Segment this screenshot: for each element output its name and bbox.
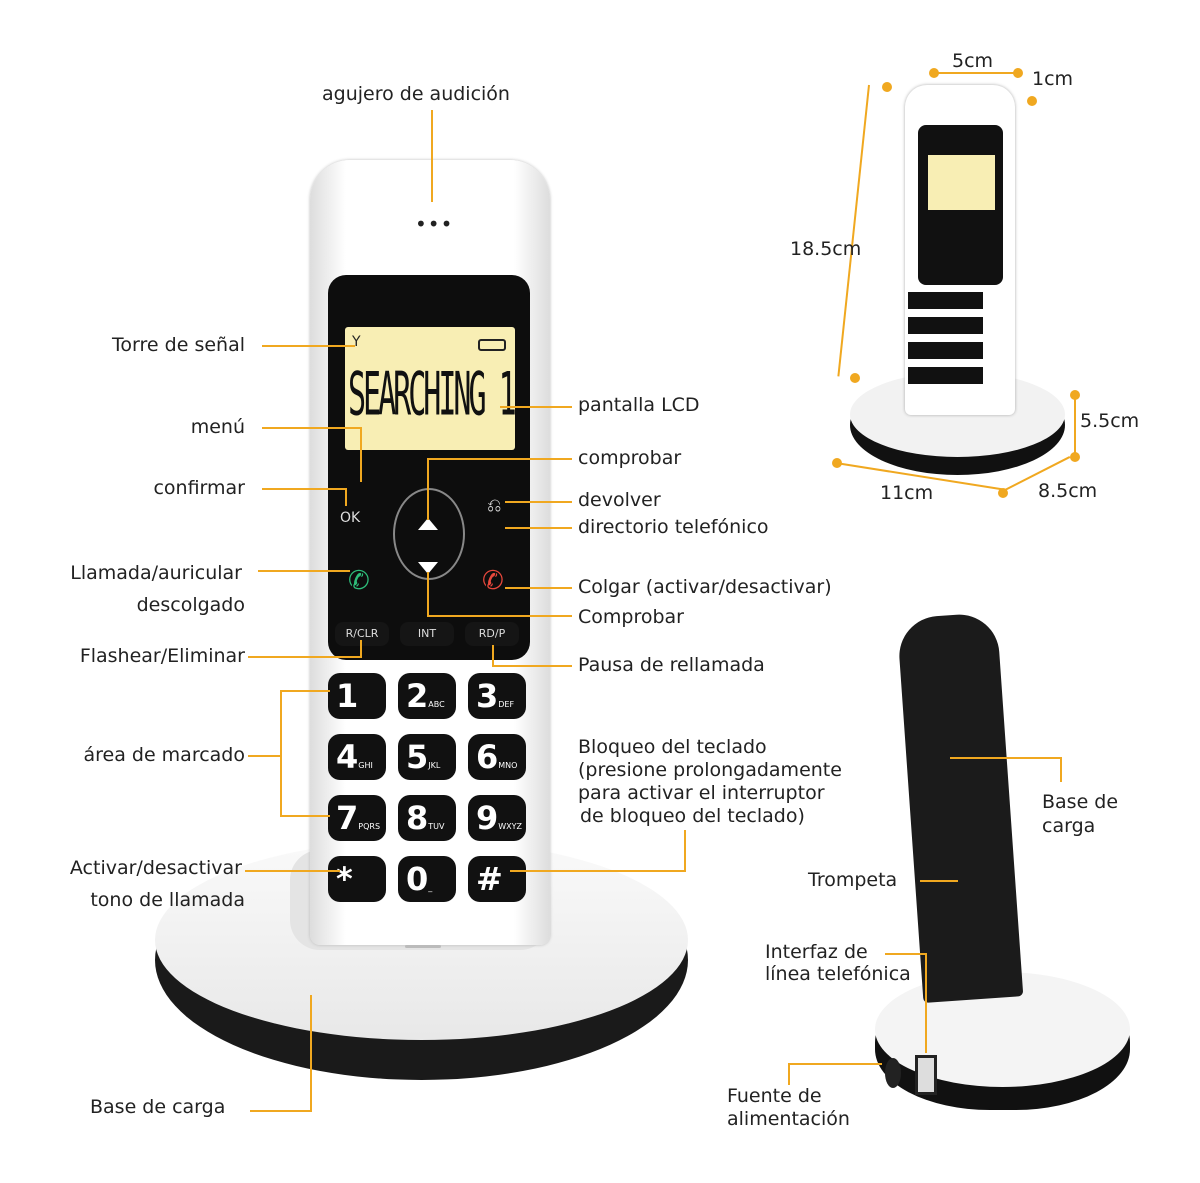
label-call-2: descolgado [136, 594, 245, 616]
earpiece-dots: ••• [415, 212, 454, 236]
keylock-line: Bloqueo del teclado [578, 736, 767, 758]
key-8[interactable]: 8TUV [398, 795, 456, 841]
key-digit: 7 [336, 799, 359, 837]
power-line: alimentación [727, 1108, 850, 1130]
dim-depth: 1cm [1032, 68, 1074, 90]
key-digit: 6 [476, 738, 499, 776]
key-0[interactable]: 0_ [398, 856, 456, 902]
label-keylock: Bloqueo del teclado (presione prolongada… [578, 736, 842, 828]
label-line-interface: Interfaz de línea telefónica [765, 941, 911, 985]
label-power: Fuente de alimentación [727, 1085, 850, 1131]
base-led [405, 945, 441, 948]
label-call: Llamada/auricular [70, 562, 242, 584]
keylock-line: (presione prolongadamente [578, 759, 842, 781]
side-base-line: Base de [1042, 791, 1119, 813]
dim-base-width: 11cm [880, 482, 934, 504]
key-digit: * [336, 860, 353, 898]
dim-base-depth: 8.5cm [1038, 480, 1098, 502]
key-letters: JKL [428, 761, 441, 770]
label-side-base: Base de carga [1042, 790, 1118, 838]
key-1[interactable]: 1 [328, 673, 386, 719]
label-menu: menú [190, 416, 245, 438]
line-jack [915, 1055, 937, 1095]
signal-icon: Y [352, 334, 361, 350]
key-letters: MNO [498, 761, 518, 770]
hangup-icon[interactable]: ✆ [482, 566, 504, 596]
lcd-screen [345, 327, 515, 450]
key-3[interactable]: 3DEF [468, 673, 526, 719]
dim-base-height: 5.5cm [1080, 410, 1140, 432]
label-check-down: Comprobar [578, 606, 684, 628]
key-2[interactable]: 2ABC [398, 673, 456, 719]
nav-ring[interactable] [393, 488, 465, 580]
power-jack [885, 1058, 901, 1088]
key-4[interactable]: 4GHI [328, 734, 386, 780]
down-arrow-icon[interactable] [418, 562, 438, 574]
dim-height: 18.5cm [790, 238, 862, 260]
ok-label: OK [340, 510, 361, 526]
key-7[interactable]: 7PQRS [328, 795, 386, 841]
keylock-line: de bloqueo del teclado) [580, 805, 805, 827]
key-letters: _ [428, 883, 433, 892]
call-icon[interactable]: ✆ [348, 566, 370, 596]
key-letters: WXYZ [498, 822, 523, 831]
key-letters: GHI [358, 761, 373, 770]
key-letters: TUV [428, 822, 445, 831]
label-confirm: confirmar [153, 477, 245, 499]
menu-button[interactable]: OK [340, 492, 390, 534]
int-key[interactable]: INT [400, 622, 454, 646]
key-5[interactable]: 5JKL [398, 734, 456, 780]
key-digit: 4 [336, 738, 359, 776]
label-redial: Pausa de rellamada [578, 654, 765, 676]
label-speaker: Trompeta [808, 869, 898, 891]
dim-width: 5cm [952, 50, 994, 72]
label-signal: Torre de señal [112, 334, 245, 356]
battery-icon [478, 339, 506, 351]
key-digit: 2 [406, 677, 429, 715]
phonebook-icon[interactable]: ⎌ [487, 495, 502, 516]
key-digit: 5 [406, 738, 429, 776]
key-digit: 9 [476, 799, 499, 837]
key-digit: 3 [476, 677, 499, 715]
key-letters: PQRS [358, 822, 381, 831]
key-letters: DEF [498, 700, 515, 709]
label-ringtone: Activar/desactivar [69, 857, 242, 879]
key-*[interactable]: * [328, 856, 386, 902]
key-digit: # [476, 860, 503, 898]
label-earpiece: agujero de audición [322, 83, 510, 105]
side-base-line: carga [1042, 815, 1096, 837]
key-digit: 1 [336, 677, 359, 715]
label-lcd: pantalla LCD [578, 394, 700, 416]
key-#[interactable]: # [468, 856, 526, 902]
label-back: devolver [578, 489, 661, 511]
label-dial-area: área de marcado [83, 744, 245, 766]
key-letters: ABC [428, 700, 445, 709]
rdp-key[interactable]: RD/P [465, 622, 519, 646]
small-keypad [908, 292, 983, 392]
up-arrow-icon[interactable] [418, 518, 438, 530]
label-hangup: Colgar (activar/desactivar) [578, 576, 832, 598]
label-check-up: comprobar [578, 447, 682, 469]
key-9[interactable]: 9WXYZ [468, 795, 526, 841]
power-line: Fuente de [727, 1085, 822, 1107]
label-ringtone-2: tono de llamada [90, 889, 245, 911]
key-digit: 8 [406, 799, 429, 837]
line-interface-line: Interfaz de [765, 941, 868, 963]
key-digit: 0 [406, 860, 429, 898]
rclr-key[interactable]: R/CLR [335, 622, 389, 646]
label-phonebook: directorio telefónico [578, 516, 769, 538]
lcd-text: SEARCHING 1 [348, 360, 517, 431]
key-6[interactable]: 6MNO [468, 734, 526, 780]
keylock-line: para activar el interruptor [578, 782, 825, 804]
label-base: Base de carga [90, 1096, 226, 1118]
small-lcd [928, 155, 995, 210]
label-flash: Flashear/Eliminar [79, 645, 245, 667]
side-handset [896, 611, 1024, 1004]
line-interface-line: línea telefónica [765, 963, 911, 985]
